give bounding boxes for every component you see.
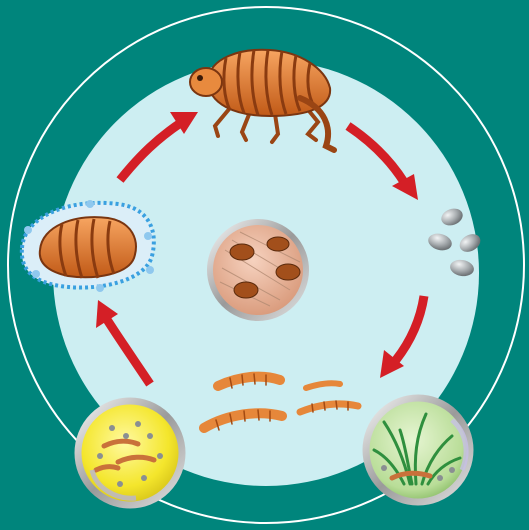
grass-dish-icon — [366, 398, 470, 502]
yellow-dish-icon — [78, 401, 182, 505]
flea-dish-icon — [210, 222, 306, 318]
